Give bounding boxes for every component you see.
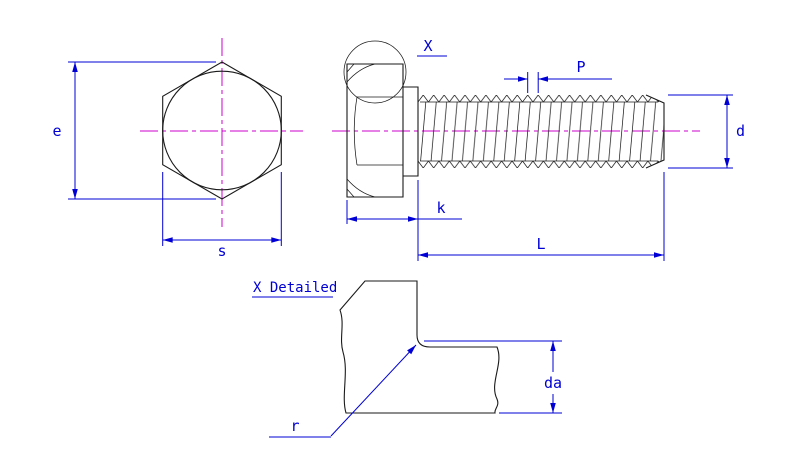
dim-label-r: r xyxy=(290,417,299,435)
dimension-r: r xyxy=(269,344,417,438)
detail-ref-label: X xyxy=(423,37,432,55)
hex-head-outline xyxy=(162,61,282,200)
dim-label-e: e xyxy=(52,122,61,140)
arrowhead xyxy=(518,76,528,82)
arrowhead xyxy=(72,62,78,72)
head-chamfer-arc xyxy=(353,96,358,166)
dim-label-k: k xyxy=(436,199,445,217)
arrowhead xyxy=(724,95,730,105)
detail-view: X Detailed da r xyxy=(252,280,562,438)
head-facet-arc xyxy=(346,178,376,198)
dimension-l: L xyxy=(417,172,665,261)
dim-label-s: s xyxy=(217,242,226,260)
arrowhead xyxy=(538,76,548,82)
arrowhead xyxy=(550,403,556,413)
side-view: X P d k xyxy=(332,37,745,261)
thread-end-chamfer xyxy=(645,94,665,169)
detail-balloon-circle xyxy=(343,40,407,104)
arrowhead xyxy=(550,341,556,351)
threaded-shank xyxy=(418,94,665,169)
dimension-e: e xyxy=(52,61,216,200)
arrowhead xyxy=(724,158,730,168)
front-view: e s xyxy=(52,38,303,260)
dim-label-l: L xyxy=(536,235,545,253)
dimension-d: d xyxy=(668,94,745,169)
dim-label-p: P xyxy=(576,58,585,76)
detail-view-title: X Detailed xyxy=(253,280,337,296)
arrowhead xyxy=(347,216,357,222)
dimension-s: s xyxy=(162,172,282,260)
arrowhead xyxy=(418,252,428,258)
head-outline xyxy=(346,63,404,198)
arrowhead xyxy=(408,216,418,222)
arrowhead xyxy=(162,237,173,243)
arrowhead xyxy=(72,189,78,199)
leader-line xyxy=(330,344,417,437)
arrowhead xyxy=(654,252,664,258)
dim-label-d: d xyxy=(736,122,745,140)
head-corner-chamfer xyxy=(346,188,355,198)
arrowhead xyxy=(407,345,416,355)
bolt-head-profile xyxy=(346,63,419,198)
head-corner-chamfer xyxy=(346,63,355,73)
dim-label-da: da xyxy=(544,374,562,392)
chamfer-circle xyxy=(162,70,282,191)
fillet-detail-outline xyxy=(339,280,500,414)
arrowhead xyxy=(271,237,282,243)
thread-hatch-region xyxy=(418,95,664,168)
dimension-k: k xyxy=(346,180,462,224)
detail-callout: X xyxy=(343,37,447,104)
head-facet-arc xyxy=(346,63,376,83)
dimension-p: P xyxy=(504,58,612,93)
dimension-da: da xyxy=(424,340,562,414)
